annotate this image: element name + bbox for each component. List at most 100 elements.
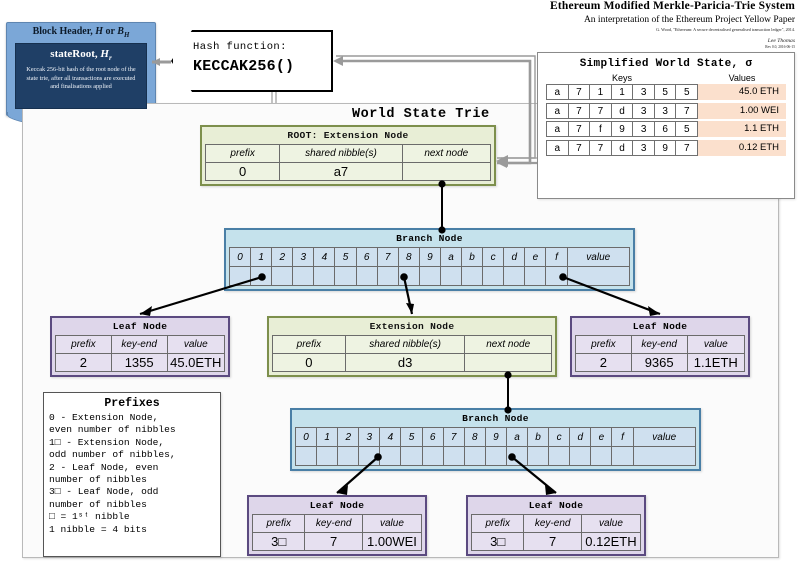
world-state-key-nibble: a <box>546 84 568 100</box>
document-version: Rev 0.0, 2016-06-15 <box>765 45 795 49</box>
leaf-left-header-value: value <box>166 335 226 354</box>
leaf-node-bottom-left: Leaf Node prefix key-end value 3□ 7 1.00… <box>247 495 427 556</box>
world-state-value: 0.12 ETH <box>698 139 786 156</box>
state-root-symbol-sub: r <box>108 54 112 63</box>
branch-slot-header-b: b <box>461 247 484 267</box>
table-row-values: 3□ 7 1.00WEI <box>251 532 423 551</box>
world-state-value: 45.0 ETH <box>698 84 786 100</box>
state-root-box: stateRoot, Hr Keccak 256-bit hash of the… <box>15 43 147 109</box>
root-ext-header-next: next node <box>401 144 492 163</box>
branch-slot-2 <box>337 446 360 466</box>
world-state-keys-header: Keys <box>611 73 632 83</box>
ext-mid-header-next: next node <box>464 335 552 354</box>
block-header-symbol-b-sub: H <box>123 31 130 39</box>
leaf-bl-header-prefix: prefix <box>251 514 306 533</box>
branch-slot-header-e: e <box>524 247 547 267</box>
leaf-right-value-value: 1.1ETH <box>686 353 746 372</box>
hash-function-inner: Hash function: KECCAK256() <box>173 32 331 75</box>
ext-mid-header-nibbles: shared nibble(s) <box>344 335 466 354</box>
branch-slot-header-6: 6 <box>355 247 378 267</box>
table-row-headers: prefix shared nibble(s) next node <box>272 335 552 354</box>
branch-slot-header-7: 7 <box>442 427 465 447</box>
root-ext-value-prefix: 0 <box>204 162 281 181</box>
world-state-key-nibble: a <box>546 121 568 137</box>
world-state-key-nibble: 3 <box>632 84 654 100</box>
root-extension-node-table: prefix shared nibble(s) next node 0 a7 <box>204 144 492 181</box>
world-state-key-nibble: 7 <box>675 139 699 156</box>
world-state-key-nibble: 7 <box>567 84 590 100</box>
branch-slot-header-f: f <box>611 427 634 447</box>
leaf-node-right-table: prefix key-end value 2 9365 1.1ETH <box>575 335 746 372</box>
branch-slot-header-a: a <box>505 427 529 447</box>
world-state-value: 1.00 WEI <box>698 102 786 119</box>
branch-slot-5 <box>334 266 357 286</box>
world-state-key-nibble: 5 <box>653 84 676 100</box>
branch-slot-1 <box>316 446 339 466</box>
document-subtitle: An interpretation of the Ethereum Projec… <box>583 15 795 25</box>
leaf-bl-header-value: value <box>361 514 423 533</box>
leaf-node-left-title: Leaf Node <box>112 321 168 332</box>
prefixes-legend: Prefixes 0 - Extension Node, even number… <box>43 392 221 557</box>
world-state-key-nibble: d <box>610 139 633 156</box>
branch-slot-2 <box>271 266 294 286</box>
branch-slot-d <box>569 446 592 466</box>
branch-slot-header-5: 5 <box>334 247 357 267</box>
world-state-key-nibble: 7 <box>589 102 611 119</box>
branch-slot-header-9: 9 <box>418 247 441 267</box>
leaf-bl-header-keyend: key-end <box>304 514 363 533</box>
branch-slot-header-value: value <box>566 247 630 267</box>
block-header-title-text: Block Header, <box>32 26 93 37</box>
table-row-values: 2 9365 1.1ETH <box>575 353 746 372</box>
prefixes-legend-text: 0 - Extension Node, even number of nibbl… <box>49 412 176 535</box>
extension-node-mid-table: prefix shared nibble(s) next node 0 d3 <box>272 335 552 372</box>
branch-slot-header-1: 1 <box>316 427 339 447</box>
branch-slot-1 <box>250 266 273 286</box>
branch-slot-a <box>439 266 463 286</box>
root-extension-node: ROOT: Extension Node prefix shared nibbl… <box>200 125 496 186</box>
table-row-values: 0 d3 <box>272 353 552 372</box>
world-state-key-nibble: d <box>610 102 633 119</box>
state-root-description: Keccak 256-bit hash of the root node of … <box>26 66 136 90</box>
table-row-values: 0 a7 <box>204 162 492 181</box>
world-state-key-nibble: 3 <box>632 139 654 156</box>
leaf-node-left: Leaf Node prefix key-end value 2 1355 45… <box>50 316 230 377</box>
extension-node-mid-title: Extension Node <box>369 321 455 332</box>
block-header-badge: Block Header, H or BH stateRoot, Hr Kecc… <box>6 22 156 127</box>
branch-slot-value <box>632 446 696 466</box>
branch-slot-header-5: 5 <box>400 427 423 447</box>
world-state-key-nibble: 7 <box>567 102 590 119</box>
leaf-right-header-prefix: prefix <box>575 335 632 354</box>
leaf-br-value-keyend: 7 <box>523 532 582 551</box>
trie-vertical-guide <box>271 92 277 103</box>
branch-slot-header-7: 7 <box>376 247 399 267</box>
leaf-bl-value-value: 1.00WEI <box>361 532 423 551</box>
leaf-right-value-keyend: 9365 <box>630 353 688 372</box>
branch-slot-header-4: 4 <box>313 247 336 267</box>
ext-mid-value-next <box>464 353 552 372</box>
ext-mid-value-prefix: 0 <box>272 353 346 372</box>
leaf-node-left-table: prefix key-end value 2 1355 45.0ETH <box>55 335 226 372</box>
table-row-values: 2 1355 45.0ETH <box>55 353 226 372</box>
table-row-headers: prefix key-end value <box>470 514 642 533</box>
branch-slot-header-d: d <box>503 247 526 267</box>
branch-slot-header-c: c <box>548 427 571 447</box>
document-title: Ethereum Modified Merkle-Paricia-Trie Sy… <box>549 0 795 12</box>
prefixes-legend-title: Prefixes <box>104 397 160 410</box>
branch-slot-b <box>527 446 550 466</box>
branch-slot-4 <box>379 446 402 466</box>
document-citation: G. Wood, "Ethereum: A secure decentralis… <box>656 27 795 32</box>
world-state-key-nibble: 6 <box>653 121 676 137</box>
branch-slot-6 <box>355 266 378 286</box>
leaf-left-header-prefix: prefix <box>55 335 112 354</box>
branch-slot-e <box>590 446 613 466</box>
world-state-key-nibble: a <box>546 139 568 156</box>
branch-slot-header-c: c <box>482 247 505 267</box>
branch-slot-7 <box>376 266 399 286</box>
